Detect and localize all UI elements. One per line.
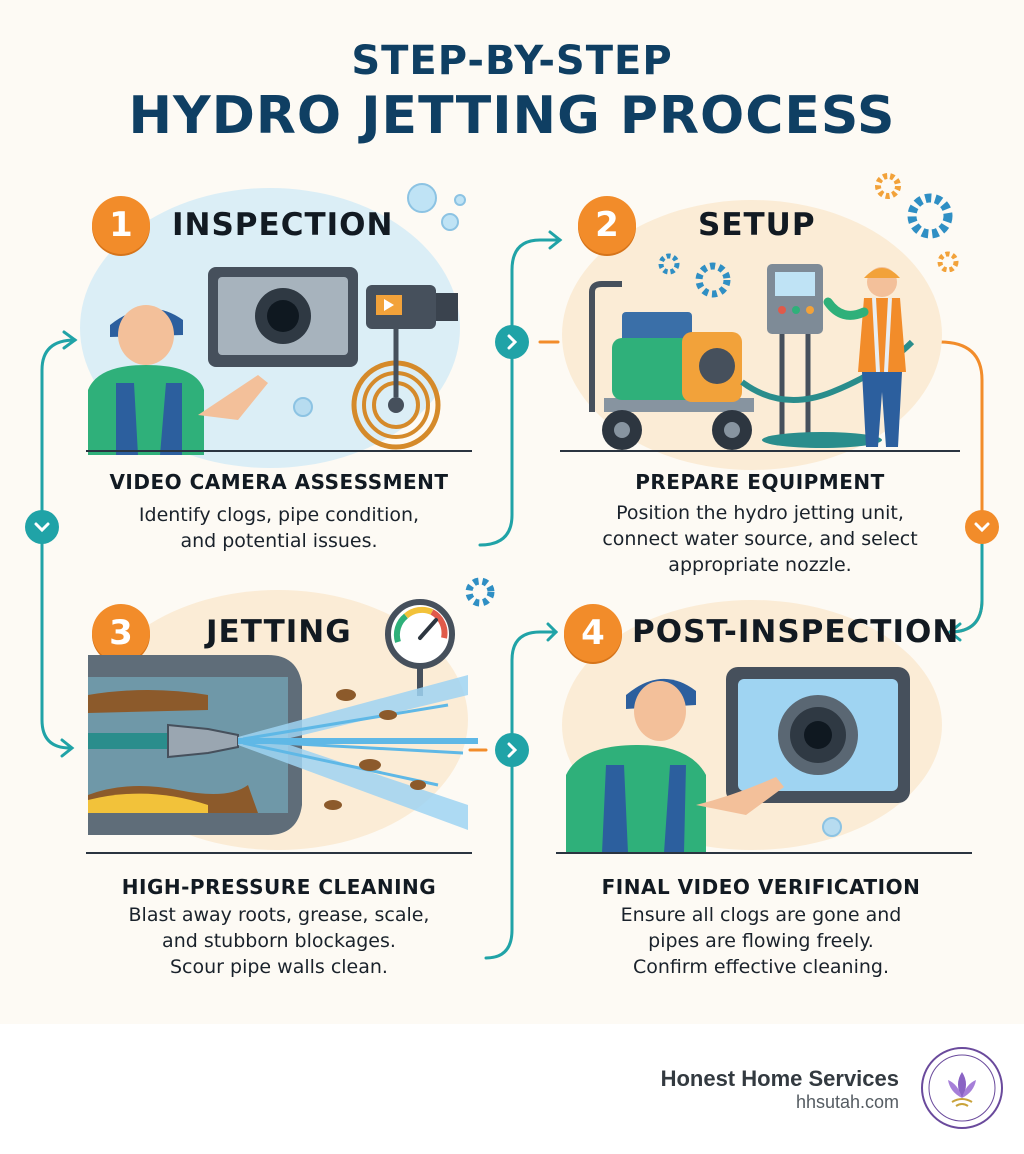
step-2-line-3: appropriate nozzle. — [668, 554, 852, 576]
title-line-2: HYDRO JETTING PROCESS — [128, 86, 896, 146]
step-3-line-1: Blast away roots, grease, scale, — [128, 904, 430, 926]
step-4-line-3: Confirm effective cleaning. — [632, 956, 890, 978]
chevron-right-icon — [495, 733, 529, 767]
chevron-down-icon — [965, 510, 999, 544]
step-1-description: Identify clogs, pipe condition, and pote… — [54, 502, 504, 554]
step-2-line-2: connect water source, and select — [602, 528, 918, 550]
video-verification-illustration — [566, 667, 910, 853]
step-1-title: INSPECTION — [172, 207, 394, 243]
step-4-line-1: Ensure all clogs are gone and — [620, 904, 902, 926]
step-2-description: Position the hydro jetting unit, connect… — [530, 500, 990, 578]
step-3-subtitle: HIGH-PRESSURE CLEANING — [121, 875, 437, 899]
step-1-badge: 1 — [92, 196, 150, 254]
step-3-divider — [86, 852, 472, 854]
step-4-title: POST-INSPECTION — [632, 614, 960, 650]
step-3-badge: 3 — [92, 604, 150, 662]
step-2-title: SETUP — [698, 207, 816, 243]
step-3-description: Blast away roots, grease, scale, and stu… — [54, 902, 504, 980]
step-2-badge: 2 — [578, 196, 636, 254]
step-3-line-3: Scour pipe walls clean. — [170, 956, 388, 978]
step-2-line-1: Position the hydro jetting unit, — [616, 502, 904, 524]
camera-inspection-illustration — [88, 267, 458, 455]
step-4-subtitle: FINAL VIDEO VERIFICATION — [601, 875, 921, 899]
chevron-right-icon — [495, 325, 529, 359]
title-line-1: STEP-BY-STEP — [351, 38, 673, 84]
flow-connectors — [40, 230, 984, 960]
step-2-subtitle: PREPARE EQUIPMENT — [635, 470, 885, 494]
pressure-gauge-icon — [385, 599, 455, 696]
jetting-unit-illustration — [589, 264, 915, 450]
gear-icon — [658, 253, 731, 298]
step-1-line-2: and potential issues. — [180, 530, 378, 552]
company-logo — [921, 1047, 1003, 1129]
step-2-divider — [560, 450, 960, 452]
step-4-description: Ensure all clogs are gone and pipes are … — [536, 902, 986, 980]
step-1-subtitle: VIDEO CAMERA ASSESSMENT — [109, 470, 449, 494]
brand-url-link[interactable]: hhsutah.com — [795, 1092, 899, 1112]
gear-icon — [465, 577, 495, 607]
step-1-divider — [86, 450, 472, 452]
gear-icon — [875, 173, 959, 272]
lotus-icon — [948, 1072, 976, 1107]
step-3-title: JETTING — [206, 614, 352, 650]
chevron-down-icon — [25, 510, 59, 544]
bubbles-decoration — [407, 183, 466, 231]
step-1-line-1: Identify clogs, pipe condition, — [138, 504, 420, 526]
footer-bar — [0, 1024, 1024, 1154]
step-4-divider — [556, 852, 972, 854]
jetting-pipe-illustration — [88, 655, 478, 835]
step-4-badge: 4 — [564, 604, 622, 662]
step-3-line-2: and stubborn blockages. — [162, 930, 396, 952]
step-4-line-2: pipes are flowing freely. — [648, 930, 874, 952]
brand-name: Honest Home Services — [660, 1066, 899, 1091]
